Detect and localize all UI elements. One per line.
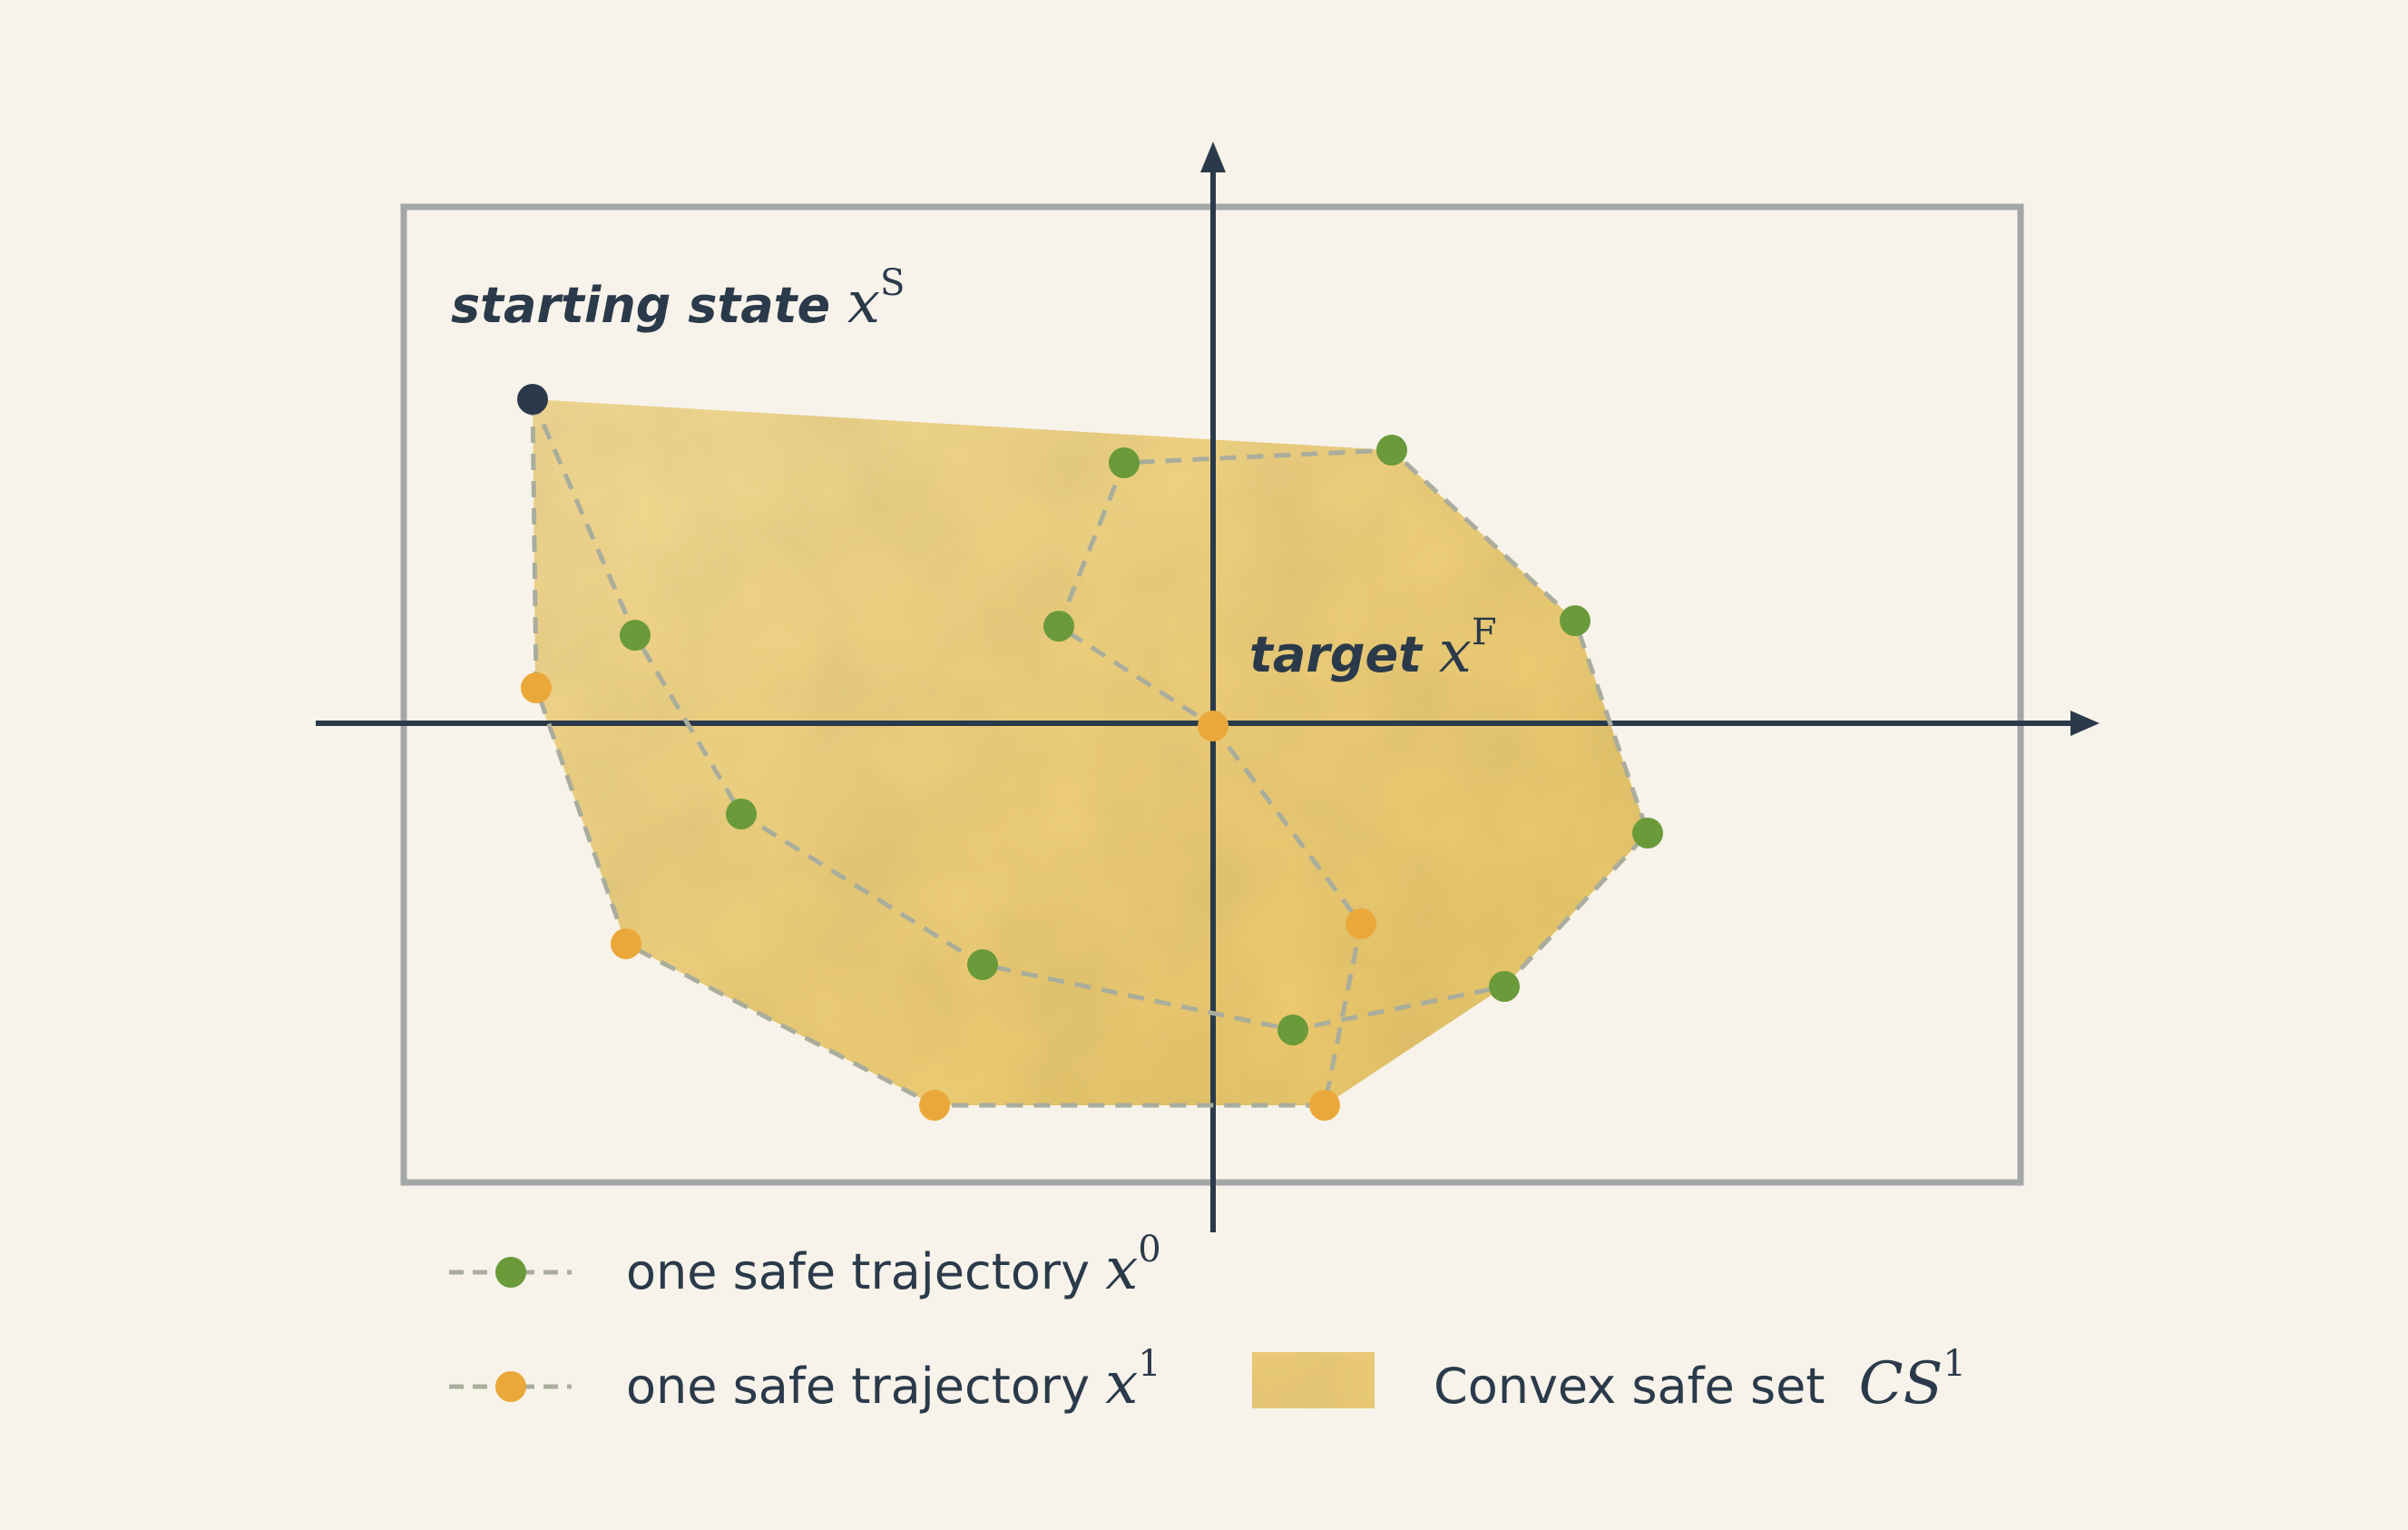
x1-point: [919, 1090, 950, 1121]
starting-state-point: [517, 384, 548, 415]
trajectory-x1-points: [521, 672, 1376, 1121]
legend-item-x0: one safe trajectory x0: [449, 1229, 1161, 1303]
convex-safe-set: [533, 399, 1648, 1105]
legend-item-set: Convex safe set CS1: [1252, 1343, 1966, 1417]
starting-state-sup: S: [880, 262, 905, 304]
legend-x1-dot-icon: [495, 1371, 526, 1402]
legend-x1-var: x: [1105, 1350, 1138, 1417]
x1-point: [521, 672, 552, 703]
legend-x0-sup: 0: [1138, 1229, 1160, 1270]
x0-point: [1109, 447, 1140, 478]
starting-state-text: starting state: [451, 277, 847, 334]
target-label: target xF: [1249, 612, 1497, 686]
legend-x1-text: one safe trajectory: [626, 1358, 1105, 1415]
x0-point: [726, 799, 757, 829]
target-sup: F: [1472, 612, 1497, 653]
trajectory-x0-points: [620, 435, 1663, 1045]
legend-x1-label: one safe trajectory x1: [626, 1343, 1161, 1417]
legend-x0-var: x: [1105, 1236, 1138, 1303]
starting-state-var: x: [847, 270, 880, 337]
target-point: [1198, 711, 1228, 741]
x0-point: [1277, 1015, 1308, 1045]
legend-set-text: Convex safe set: [1434, 1358, 1841, 1415]
x0-point: [1376, 435, 1407, 466]
target-var: x: [1439, 619, 1472, 686]
x0-point: [1043, 611, 1074, 642]
legend: one safe trajectory x0 one safe trajecto…: [449, 1229, 1966, 1417]
trajectory-x0-path: [530, 398, 1650, 1033]
x0-point: [1632, 818, 1663, 848]
legend-set-var: CS: [1859, 1350, 1943, 1417]
axes: [316, 142, 2100, 1232]
x0-point: [620, 620, 651, 651]
x1-point: [1309, 1090, 1340, 1121]
legend-x0-dot-icon: [495, 1257, 526, 1288]
target-text: target: [1249, 626, 1439, 683]
legend-set-swatch-icon: [1252, 1352, 1375, 1408]
starting-state-label: starting state xS: [451, 262, 905, 337]
legend-x0-label: one safe trajectory x0: [626, 1229, 1161, 1303]
x1-point: [1346, 908, 1376, 939]
x1-point: [611, 928, 641, 959]
x0-point: [1489, 971, 1520, 1002]
legend-x0-text: one safe trajectory: [626, 1243, 1105, 1300]
x-axis-arrow-icon: [2070, 711, 2100, 736]
legend-item-x1: one safe trajectory x1: [449, 1343, 1161, 1417]
x0-point: [1560, 605, 1591, 636]
x0-point: [967, 949, 998, 980]
legend-x1-sup: 1: [1138, 1343, 1160, 1385]
legend-set-label: Convex safe set CS1: [1434, 1343, 1966, 1417]
legend-set-sup: 1: [1943, 1343, 1965, 1385]
y-axis-arrow-icon: [1200, 142, 1226, 172]
